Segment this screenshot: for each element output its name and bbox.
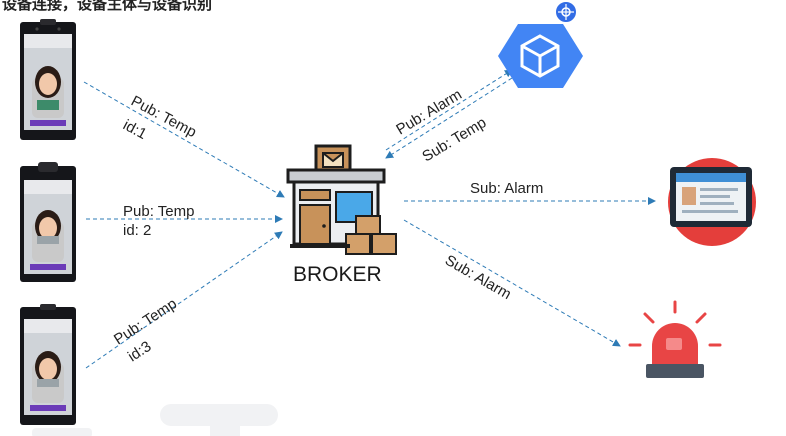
device-1-id-label: id:1 bbox=[120, 117, 149, 143]
device-3-icon bbox=[20, 304, 76, 425]
kubernetes-engine-icon bbox=[498, 0, 583, 88]
device-2-icon bbox=[20, 162, 76, 282]
tablet-sub-alarm-label: Sub: Alarm bbox=[470, 180, 543, 197]
broker-to-siren-arrow bbox=[403, 219, 621, 347]
page-caption: 设备连接，设备主体与设备识别 bbox=[2, 0, 213, 13]
device-1-icon bbox=[20, 19, 76, 140]
device-1-to-broker-arrow bbox=[83, 81, 285, 198]
background-shape bbox=[32, 428, 92, 436]
device-3-to-broker-arrow bbox=[85, 231, 283, 369]
broker-to-cloud-arrow bbox=[385, 69, 513, 151]
device-2-pub-label: Pub: Temp bbox=[123, 203, 194, 220]
siren-icon bbox=[628, 300, 722, 378]
background-shape bbox=[210, 424, 240, 436]
tablet-icon bbox=[668, 158, 756, 246]
background-shape bbox=[160, 404, 278, 426]
device-2-id-label: id: 2 bbox=[123, 222, 151, 239]
cloud-to-broker-arrow bbox=[385, 77, 513, 159]
broker-label: BROKER bbox=[293, 263, 382, 286]
broker-store-icon bbox=[286, 144, 397, 255]
